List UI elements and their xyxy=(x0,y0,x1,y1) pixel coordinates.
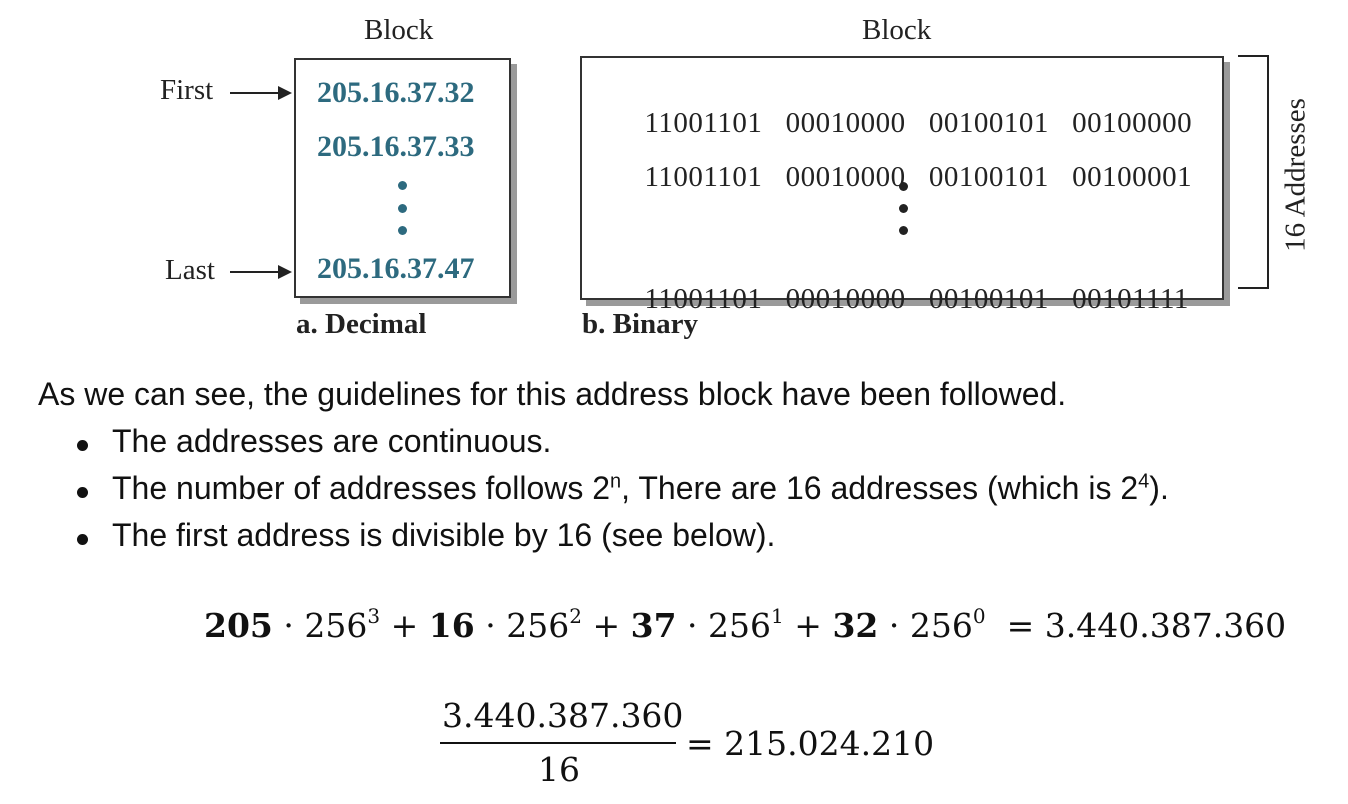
binary-octet: 00100101 xyxy=(928,107,1049,139)
first-arrow-icon xyxy=(230,86,292,100)
bullet-icon xyxy=(77,440,88,451)
ellipsis-dot-icon xyxy=(899,204,908,213)
division-result: = 215.024.210 xyxy=(686,724,935,763)
bullet-text: The number of addresses follows 2n, Ther… xyxy=(112,470,1169,506)
decimal-address-second: 205.16.37.33 xyxy=(317,130,475,163)
binary-octet: 00010000 xyxy=(785,161,906,193)
binary-octet: 11001101 xyxy=(644,161,763,193)
binary-row-last: 11001101 00010000 00100101 00101111 xyxy=(598,250,1189,349)
binary-octet: 00100001 xyxy=(1072,161,1193,193)
ellipsis-dot-icon xyxy=(899,182,908,191)
bracket-label: 16 Addresses xyxy=(1279,98,1312,252)
binary-block-title: Block xyxy=(862,14,932,46)
fraction-bar xyxy=(440,742,676,744)
range-bracket-icon xyxy=(1238,55,1269,289)
intro-paragraph: As we can see, the guidelines for this a… xyxy=(38,376,1067,412)
ellipsis-dot-icon xyxy=(899,226,908,235)
binary-octet: 00100000 xyxy=(1072,107,1193,139)
binary-row-first: 11001101 00010000 00100101 00100000 xyxy=(598,74,1192,173)
decimal-address-box: 205.16.37.32 205.16.37.33 205.16.37.47 xyxy=(294,58,511,298)
ellipsis-dot-icon xyxy=(398,181,407,190)
binary-row-second: 11001101 00010000 00100101 00100001 xyxy=(598,128,1192,227)
decimal-address-last: 205.16.37.47 xyxy=(317,252,475,285)
fraction-numerator: 3.440.387.360 xyxy=(442,696,684,735)
sum-equation: 205 · 2563 + 16 · 2562 + 37 · 2561 + 32 … xyxy=(204,604,1287,645)
binary-octet: 00100101 xyxy=(928,161,1049,193)
bullet-text: The first address is divisible by 16 (se… xyxy=(112,517,776,553)
decimal-caption: a. Decimal xyxy=(296,308,427,340)
binary-octet: 00010000 xyxy=(785,283,906,315)
last-arrow-icon xyxy=(230,265,292,279)
binary-address-box: 11001101 00010000 00100101 00100000 1100… xyxy=(580,56,1224,315)
first-label: First xyxy=(160,74,214,106)
binary-caption: b. Binary xyxy=(582,308,699,340)
decimal-block-title: Block xyxy=(364,14,434,46)
last-label: Last xyxy=(165,254,215,286)
fraction-denominator: 16 xyxy=(538,750,580,789)
bullet-icon xyxy=(77,534,88,545)
bullet-text: The addresses are continuous. xyxy=(112,423,552,459)
ellipsis-dot-icon xyxy=(398,226,407,235)
binary-octet: 00010000 xyxy=(785,107,906,139)
binary-octet: 00101111 xyxy=(1072,283,1189,315)
binary-octet: 11001101 xyxy=(644,283,763,315)
ellipsis-dot-icon xyxy=(398,204,407,213)
binary-octet: 11001101 xyxy=(644,107,763,139)
bullet-icon xyxy=(77,487,88,498)
binary-octet: 00100101 xyxy=(928,283,1049,315)
decimal-address-first: 205.16.37.32 xyxy=(317,76,475,109)
